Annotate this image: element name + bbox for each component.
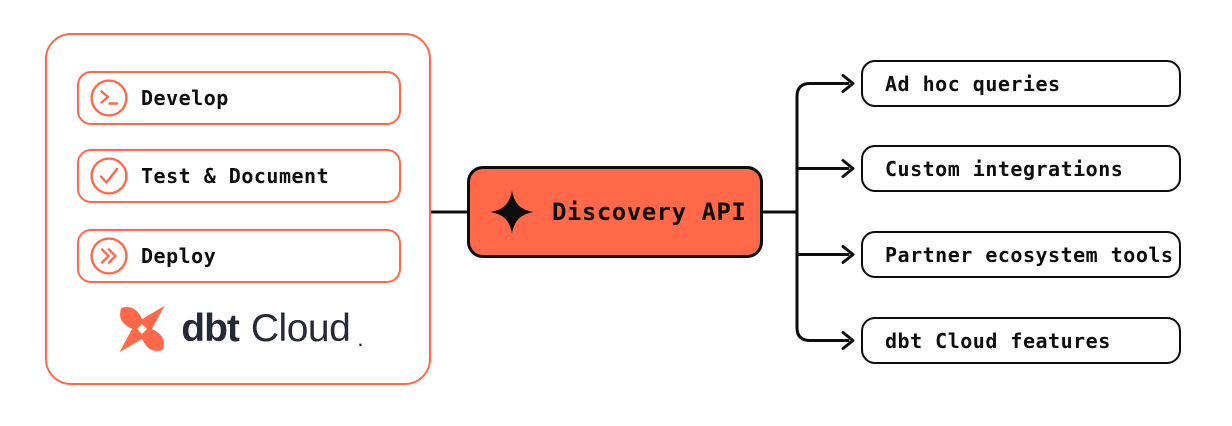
dbt-cloud-features-label: dbt Cloud features <box>885 328 1111 353</box>
node-dbt-cloud-features: dbt Cloud features <box>861 317 1181 364</box>
node-custom-integrations: Custom integrations <box>861 145 1181 192</box>
sparkle-icon <box>490 190 534 234</box>
deploy-label: Deploy <box>141 244 217 268</box>
logo-product-text: Cloud <box>250 307 351 350</box>
logo-brand-text: dbt <box>181 307 240 350</box>
arrowhead-3 <box>841 245 855 264</box>
double-chevron-circle-icon <box>90 237 128 275</box>
test-document-node: Test & Document <box>77 149 401 203</box>
trunk-line <box>795 82 812 342</box>
arrowhead-1 <box>841 74 855 93</box>
node-ad-hoc-queries: Ad hoc queries <box>861 60 1181 107</box>
terminal-prompt-icon <box>90 79 128 117</box>
dbt-cloud-logo: dbt Cloud . <box>47 297 429 361</box>
check-circle-icon <box>90 157 128 195</box>
arrowhead-2 <box>841 159 855 178</box>
discovery-api-label: Discovery API <box>552 198 747 226</box>
logo-trademark-dot: . <box>358 333 363 350</box>
develop-label: Develop <box>141 86 229 110</box>
deploy-node: Deploy <box>77 229 401 283</box>
discovery-api-node: Discovery API <box>467 166 763 258</box>
dbt-logo-icon <box>119 305 165 353</box>
ad-hoc-queries-label: Ad hoc queries <box>885 71 1061 96</box>
partner-ecosystem-tools-label: Partner ecosystem tools <box>885 242 1174 267</box>
arrowhead-4 <box>841 331 855 350</box>
test-document-label: Test & Document <box>141 164 330 188</box>
dbt-cloud-panel: Develop Test & Document Deploy <box>45 33 431 385</box>
develop-node: Develop <box>77 71 401 125</box>
node-partner-ecosystem-tools: Partner ecosystem tools <box>861 231 1181 278</box>
custom-integrations-label: Custom integrations <box>885 156 1124 181</box>
